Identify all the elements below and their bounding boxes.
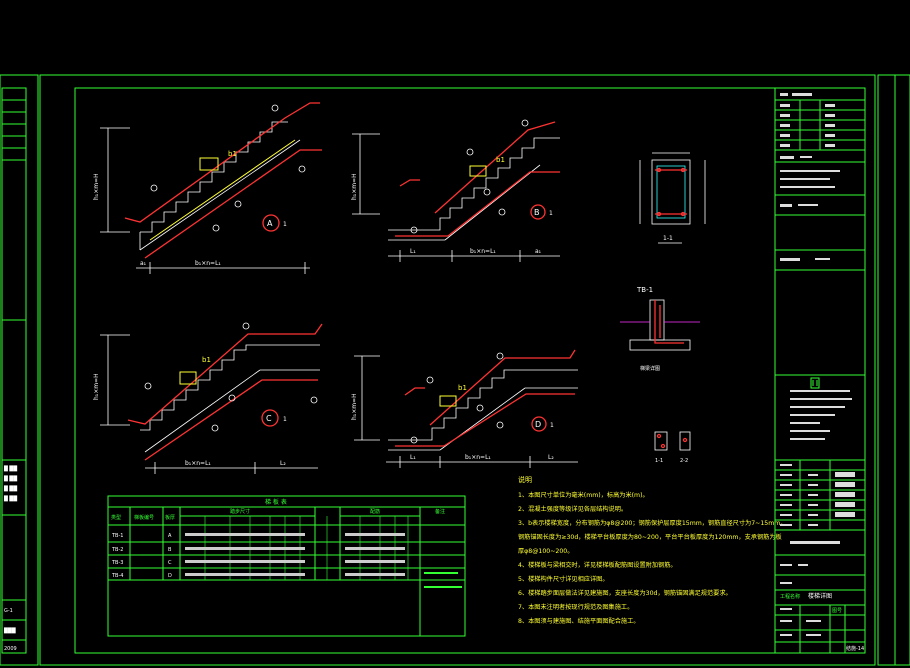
small-beam-detail: 1-1 2-2 [654,431,691,464]
detail-d-label: D [535,420,541,429]
svg-text:b1: b1 [202,356,211,364]
section-1-1-label: 1-1 [663,235,673,242]
note-line: 5、楼梯构件尺寸详见相应详图。 [518,575,609,583]
svg-text:a₁: a₁ [140,260,147,267]
note-line: 3、b表示楼梯宽度，分布钢筋为φ8@200；钢筋保护层厚度15mm，钢筋直径尺寸… [518,519,786,527]
svg-text:2-2: 2-2 [680,458,688,464]
table-row: TB-1 A [111,533,405,539]
svg-text:2009: 2009 [4,646,17,652]
detail-c-label: C [266,414,272,423]
note-line: 6、楼梯踏步面层做法详见建施图，支座长度为30d，钢筋锚固满足规范要求。 [518,589,732,597]
svg-text:1: 1 [283,416,287,423]
svg-text:h₁×m=H: h₁×m=H [93,173,100,200]
svg-text:a₁: a₁ [535,248,542,255]
svg-text:b₁×n=L₁: b₁×n=L₁ [470,248,496,255]
svg-text:b1: b1 [496,156,505,164]
svg-text:TB-3: TB-3 [111,560,123,566]
note-line: 厚φ8@100~200。 [518,547,573,555]
table-row: TB-4 D [111,573,405,579]
svg-text:1: 1 [283,221,287,228]
svg-text:b1: b1 [228,150,237,158]
svg-text:C: C [168,560,172,566]
table-row: TB-2 B [111,547,405,553]
svg-text:B: B [168,547,172,553]
svg-text:1: 1 [549,210,553,217]
detail-b-label: B [534,208,540,217]
svg-text:L₂: L₂ [280,460,286,467]
svg-text:█ ██: █ ██ [3,485,17,492]
design-notes: 说明 1、本图尺寸单位为毫米(mm)，标高为米(m)。 2、混凝土强度等级详见各… [518,475,786,625]
svg-text:D: D [168,573,172,579]
section-1-1: 1-1 [639,152,706,244]
table-header: 备注 [435,508,445,515]
table-header: 踏步尺寸 [230,508,250,515]
svg-text:A: A [168,533,172,539]
svg-text:L₂: L₂ [548,454,554,461]
table-header: 配筋 [370,508,380,515]
table-title: 梯 板 表 [265,498,287,506]
company-logo-icon [810,377,820,389]
svg-text:b₁×n=L₁: b₁×n=L₁ [185,460,211,467]
stair-detail-a: h₁×m=H b₁×n=L₁ a₁ b1 A 1 [93,102,322,274]
stair-detail-d: h₁×m=H L₁ b₁×n=L₁ L₂ b1 D 1 [351,349,578,468]
stair-detail-c: h₁×m=H b₁×n=L₁ L₂ b1 C 1 [93,322,323,474]
note-line: 4、楼梯板与梁相交时，详见楼梯板配筋图设置附加钢筋。 [518,561,677,569]
drawing-name: 楼梯详图 [808,592,832,600]
svg-text:b₁×n=L₁: b₁×n=L₁ [465,454,491,461]
svg-text:TB-2: TB-2 [111,547,123,553]
svg-text:h₁×m=H: h₁×m=H [93,373,100,400]
svg-text:L₁: L₁ [410,454,416,461]
detail-a-label: A [267,219,273,228]
note-line: 7、本图未注明者按现行规范及图集施工。 [518,603,633,611]
table-row: TB-3 C [111,560,405,566]
sheet-label: 图号 [832,608,842,614]
note-line: 2、混凝土强度等级详见各层结构说明。 [518,505,627,513]
svg-text:TB-1: TB-1 [111,533,123,539]
notes-heading: 说明 [518,475,532,484]
stair-board-table: 梯 板 表 类型 梯板编号 板厚 踏步尺寸 配筋 备注 TB-1 A TB-2 … [107,495,466,637]
left-sheet-title-block: █ ██ █ ██ █ ██ █ ██ G-1 ███ 2009 [1,87,27,654]
svg-text:1: 1 [550,422,554,429]
svg-text:h₁×m=H: h₁×m=H [351,393,358,420]
tb1-detail: TB-1 梯梁详图 [620,286,700,372]
svg-text:█ ██: █ ██ [3,475,17,482]
title-block: 工程名称 楼梯详图 图号 结施-14 [774,87,866,654]
svg-text:h₁×m=H: h₁×m=H [351,173,358,200]
note-line: 8、本图须与建施图、结施平面图配合施工。 [518,617,640,625]
note-line: 1、本图尺寸单位为毫米(mm)，标高为米(m)。 [518,491,649,499]
table-header: 板厚 [165,514,175,521]
note-line: 钢筋锚固长度为≥30d，楼梯平台板厚度为80~200，平台平台板厚度为120mm… [518,533,782,541]
table-header: 梯板编号 [134,514,154,521]
svg-text:L₁: L₁ [410,248,416,255]
svg-text:███: ███ [3,627,16,634]
svg-text:G-1: G-1 [4,608,13,614]
svg-text:b1: b1 [458,384,467,392]
table-header: 类型 [111,514,121,521]
tb1-label: TB-1 [636,286,653,294]
svg-text:b₁×n=L₁: b₁×n=L₁ [195,260,221,267]
sheet-number: 结施-14 [846,645,864,652]
svg-text:梯梁详图: 梯梁详图 [640,365,660,372]
svg-text:TB-4: TB-4 [111,573,123,579]
svg-text:█ ██: █ ██ [3,465,17,472]
svg-text:1-1: 1-1 [655,458,663,464]
stair-detail-b: h₁×m=H L₁ b₁×n=L₁ a₁ b1 B 1 [351,119,560,262]
svg-text:█ ██: █ ██ [3,495,17,502]
project-name-label: 工程名称 [780,593,800,600]
drawing-frames [0,74,910,666]
